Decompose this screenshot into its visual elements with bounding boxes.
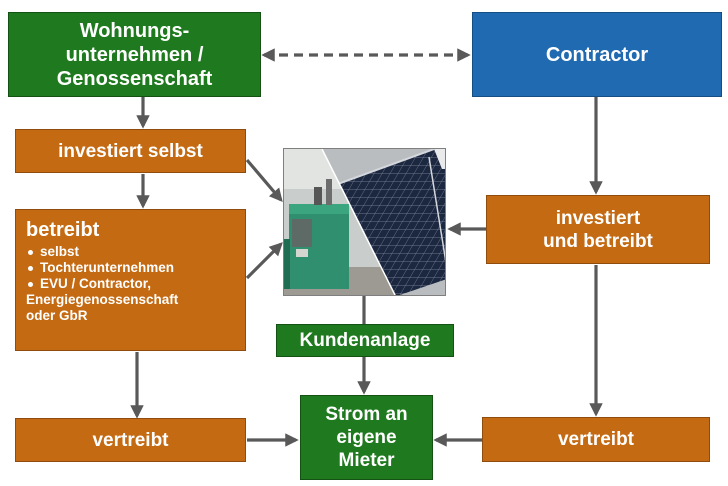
kundenanlage-label: Kundenanlage: [299, 330, 431, 351]
betreibt-item-energiegenossenschaft: Energiegenossenschaft: [26, 292, 179, 307]
wohnung-line-2: unternehmen /: [65, 43, 204, 66]
strom-line-3: Mieter: [338, 450, 395, 471]
vertreibt-left-box: vertreibt: [15, 418, 246, 462]
vertreibt-left-label: vertreibt: [92, 429, 169, 451]
betreibt-item-tochter: Tochterunternehmen: [28, 260, 235, 276]
investiert-selbst-label: investiert selbst: [58, 140, 203, 162]
betreibt-item-gbr: oder GbR: [26, 308, 88, 323]
arrow-investiert-to-photo: [245, 158, 283, 203]
investiert-betreibt-line-1: investiert: [555, 207, 641, 229]
contractor-box: Contractor: [472, 12, 722, 97]
contractor-label: Contractor: [545, 43, 649, 66]
investiert-und-betreibt-box: investiert und betreibt: [486, 195, 710, 264]
kundenanlage-box: Kundenanlage: [276, 324, 454, 357]
photo-chp-and-solar: [283, 148, 446, 296]
betreibt-title: betreibt: [26, 219, 100, 241]
vertreibt-right-box: vertreibt: [482, 417, 710, 462]
strom-line-2: eigene: [336, 427, 397, 448]
investiert-betreibt-line-2: und betreibt: [543, 230, 653, 252]
strom-an-mieter-box: Strom an eigene Mieter: [300, 395, 433, 480]
arrow-betreibt-to-photo: [245, 242, 283, 280]
wohnung-line-1: Wohnungs-: [79, 19, 190, 42]
betreibt-list: selbst Tochterunternehmen EVU / Contract…: [26, 244, 235, 324]
betreibt-item-selbst: selbst: [28, 244, 235, 260]
wohnungsunternehmen-box: Wohnungs- unternehmen / Genossenschaft: [8, 12, 261, 97]
strom-line-1: Strom an: [325, 404, 408, 425]
photo-illustration-icon: [284, 149, 445, 295]
wohnung-line-3: Genossenschaft: [56, 67, 213, 90]
betreibt-item-evu: EVU / Contractor,: [28, 276, 235, 292]
investiert-selbst-box: investiert selbst: [15, 129, 246, 173]
betreibt-box: betreibt selbst Tochterunternehmen EVU /…: [15, 209, 246, 351]
vertreibt-right-label: vertreibt: [557, 429, 635, 450]
